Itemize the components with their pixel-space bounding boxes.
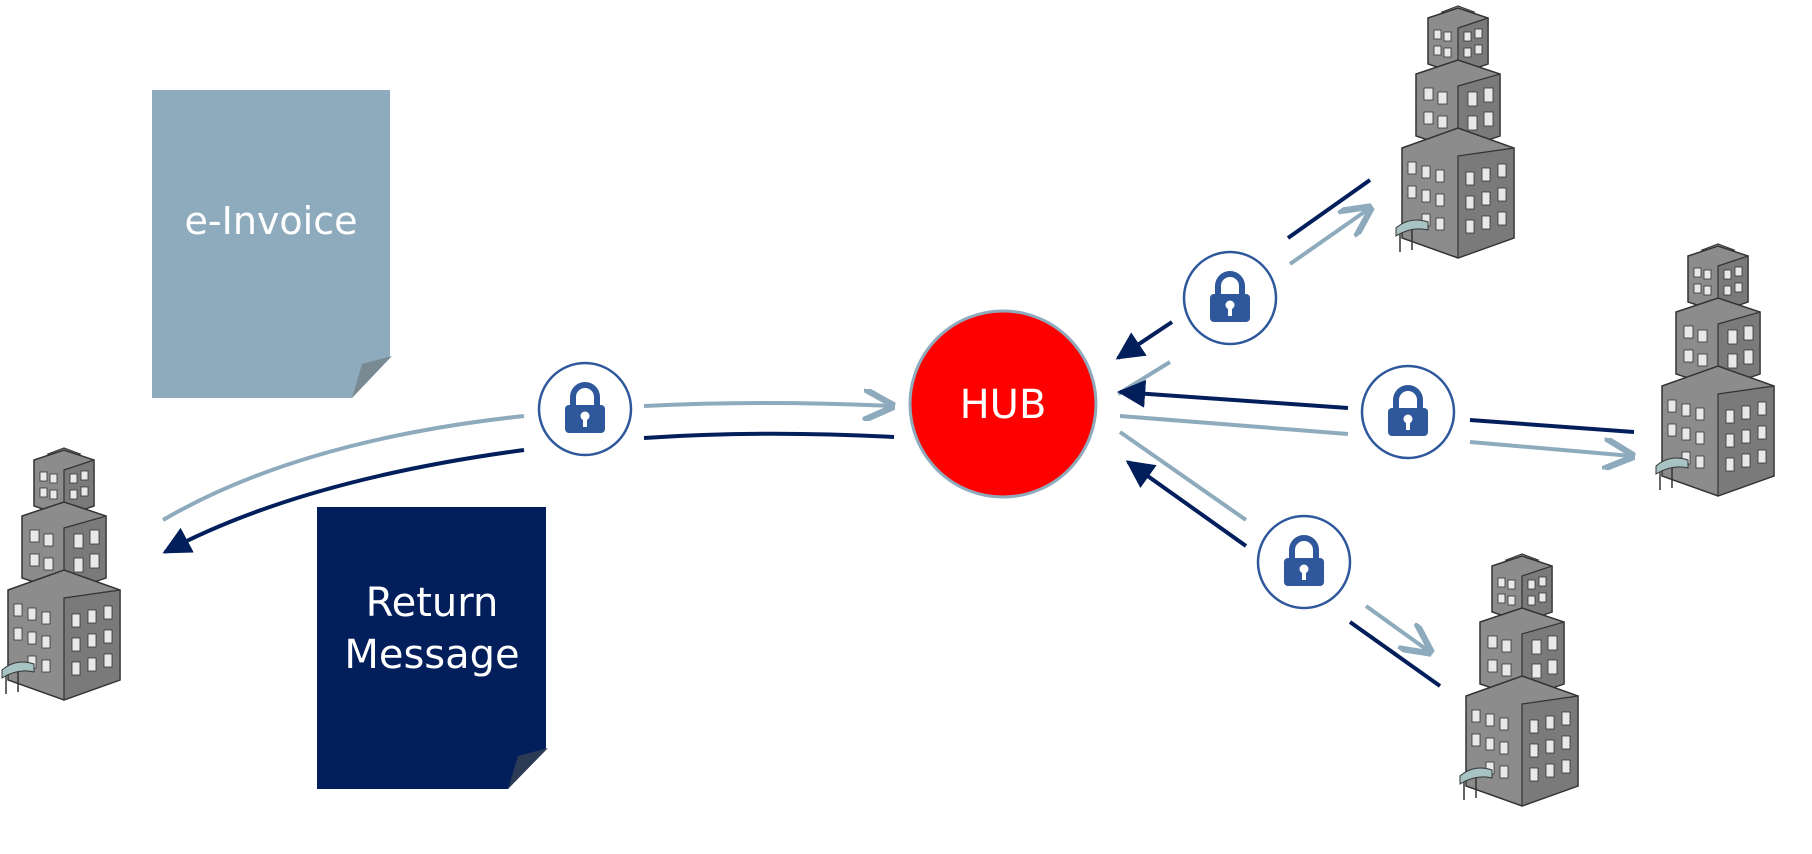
middle-right-return-line [1469,418,1635,434]
hub-label: HUB [960,382,1047,428]
bottom-right-outbound-line [1118,430,1248,522]
hub-node: HUB [908,309,1098,499]
middle-right-connection [1117,379,1635,456]
top-right-outbound-line [1116,360,1172,396]
padlock-icon [1362,366,1454,458]
padlock-icon [539,363,631,455]
bottom-right-return-line [1348,620,1442,688]
left-return-line [643,431,895,440]
bottom-right-outbound-arrow [1364,604,1430,652]
middle-right-outbound-line [1119,414,1349,436]
office-building-icon [1395,5,1515,259]
middle-right-outbound-arrow [1469,442,1632,456]
e-invoice-label: e-Invoice [185,199,358,243]
e-invoice-document: e-Invoice [152,90,392,398]
return-message-label-line2: Message [344,632,519,678]
bottom-right-connection [1118,430,1442,688]
office-building-icon [1459,553,1579,807]
left-outbound-arrow [643,403,892,406]
padlock-icon [1184,252,1276,344]
left-connection [161,403,895,554]
left-outbound-line [161,414,525,522]
return-message-label-line1: Return [366,580,499,626]
middle-right-return-arrow [1117,379,1349,410]
padlock-icon [1258,516,1350,608]
top-right-connection [1115,178,1372,396]
top-right-outbound-arrow [1288,208,1370,266]
office-building-icon [1,447,121,701]
return-message-document: Return Message [317,507,548,789]
bottom-right-return-arrow [1125,460,1248,548]
left-return-arrow [162,448,525,554]
top-right-return-arrow [1115,320,1174,360]
top-right-return-line [1286,178,1372,240]
office-building-icon [1655,243,1775,497]
